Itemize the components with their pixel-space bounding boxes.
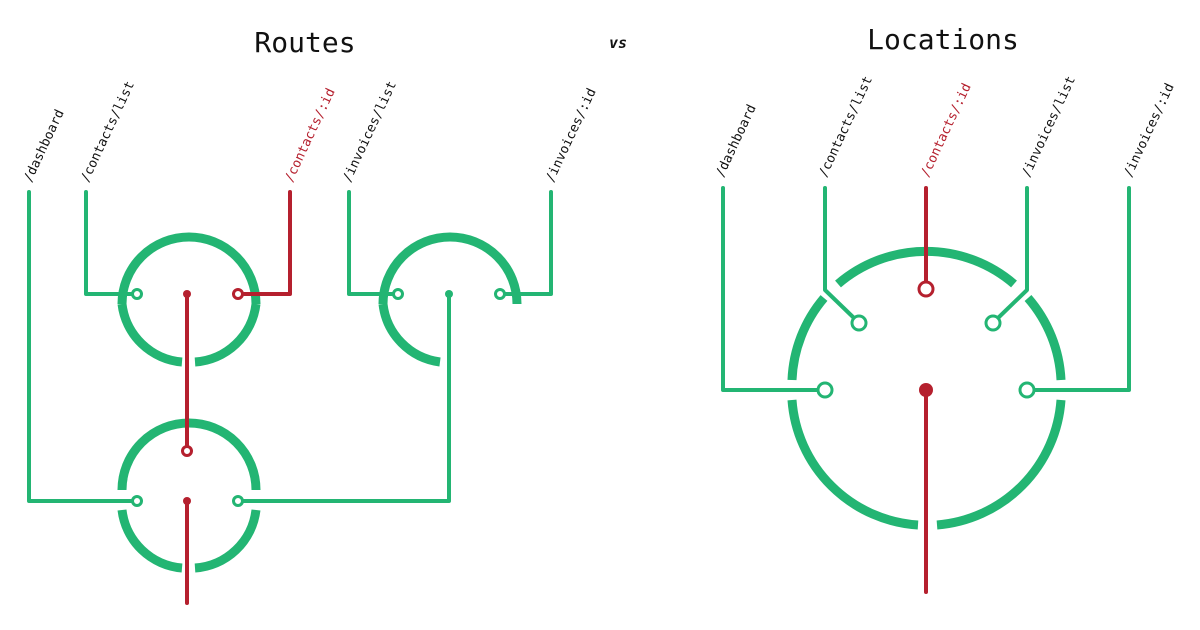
location-ring-upper-right — [1024, 295, 1066, 381]
route-node-root-center — [183, 497, 191, 505]
location-label-invoices-list: /invoices/list — [1019, 74, 1079, 180]
route-ring-root-bottom-left — [117, 509, 183, 573]
route-ring-root-bottom-right — [194, 509, 261, 573]
route-ring-invoices-bottom — [378, 303, 441, 367]
location-wire-contacts-list — [823, 186, 856, 320]
route-label-dashboard: /dashboard — [21, 107, 68, 184]
route-wire-invoices-group — [241, 292, 451, 503]
route-port-dashboard — [131, 495, 143, 507]
location-port-contacts-id-active — [917, 280, 935, 298]
route-ring-invoices-top — [378, 232, 522, 305]
route-port-invoices-group — [232, 495, 244, 507]
route-label-contacts-id: /contacts/:id — [282, 86, 339, 185]
route-wire-invoices-list — [347, 190, 396, 296]
location-ring-upper-left — [787, 295, 828, 381]
routes-title: Routes — [254, 26, 355, 59]
location-port-contacts-list — [850, 314, 868, 332]
route-label-contacts-list: /contacts/list — [78, 79, 138, 185]
location-label-dashboard: /dashboard — [713, 102, 760, 179]
location-wire-dashboard — [721, 186, 820, 392]
location-node-center-active — [919, 383, 933, 397]
route-wire-dashboard — [27, 190, 134, 503]
route-ring-contacts-bottom-left — [117, 303, 183, 367]
location-wire-invoices-id — [1032, 186, 1131, 392]
location-ring-left — [787, 399, 919, 530]
location-label-invoices-id: /invoices/:id — [1121, 81, 1178, 180]
route-label-invoices-id: /invoices/:id — [543, 86, 600, 185]
locations-diagram: /dashboard /contacts/list /contacts/:id … — [713, 74, 1178, 594]
locations-title: Locations — [867, 23, 1019, 56]
location-label-contacts-list: /contacts/list — [816, 74, 876, 180]
route-port-contacts-list — [131, 288, 143, 300]
route-port-invoices-list — [392, 288, 404, 300]
route-port-contacts-group-active — [181, 445, 193, 457]
route-node-invoices-center — [445, 290, 453, 298]
route-wire-contacts-id-active — [242, 190, 292, 296]
location-port-invoices-id — [1018, 381, 1036, 399]
route-port-contacts-id-active — [232, 288, 244, 300]
route-wire-contacts-list — [84, 190, 134, 296]
vs-label: vs — [609, 34, 627, 52]
route-node-contacts-center — [183, 290, 191, 298]
location-port-dashboard — [816, 381, 834, 399]
route-ring-contacts-top — [117, 232, 261, 305]
route-ring-contacts-bottom-right — [194, 303, 261, 367]
routes-diagram: /dashboard /contacts/list /contacts/:id … — [21, 79, 600, 605]
location-port-invoices-list — [984, 314, 1002, 332]
location-label-contacts-id: /contacts/:id — [918, 81, 975, 180]
route-wire-invoices-id — [503, 190, 553, 296]
route-label-invoices-list: /invoices/list — [340, 79, 400, 185]
location-ring-right — [936, 399, 1066, 530]
route-port-invoices-id — [494, 288, 506, 300]
location-wire-invoices-list — [996, 186, 1029, 320]
